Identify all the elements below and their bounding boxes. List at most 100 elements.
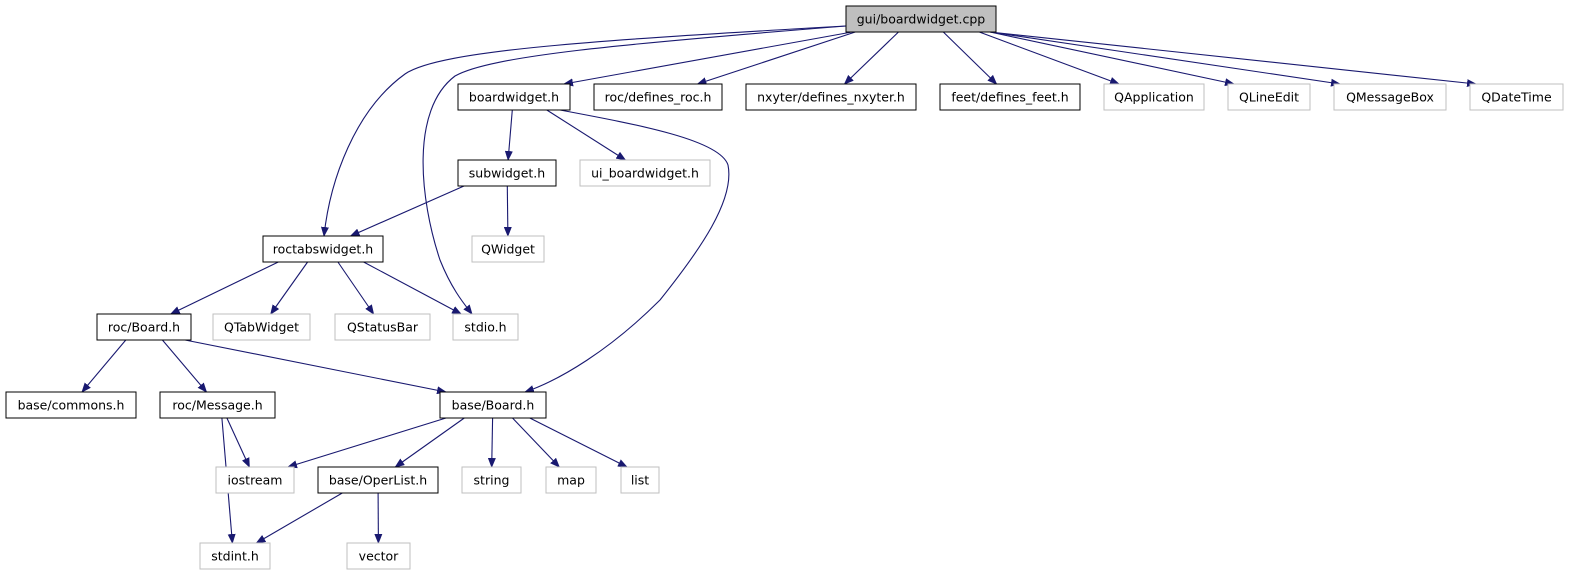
node-deffeet[interactable]: feet/defines_feet.h <box>939 83 1081 111</box>
edge-rocboard-to-rocmsg <box>161 339 208 393</box>
node-box <box>452 313 519 341</box>
node-label: roctabswidget.h <box>273 242 373 257</box>
node-box <box>457 83 571 111</box>
node-stdio: stdio.h <box>452 313 519 341</box>
node-box <box>461 466 522 494</box>
node-defroc[interactable]: roc/defines_roc.h <box>593 83 723 111</box>
node-box <box>334 313 431 341</box>
node-box <box>579 159 711 187</box>
edge-baseboard-to-iostream <box>287 417 447 469</box>
edge-root-to-stdio <box>422 25 847 315</box>
edge-root-to-qapp <box>979 31 1120 85</box>
edge-root-to-defnx <box>843 31 899 85</box>
edge-operlist-to-stdint <box>255 492 343 544</box>
edge-roctab-to-rocboard <box>169 261 279 315</box>
node-iostream: iostream <box>215 466 295 494</box>
edge-baseboard-to-string <box>487 417 496 468</box>
node-box <box>457 159 557 187</box>
node-qstatus: QStatusBar <box>334 313 431 341</box>
node-box <box>1103 83 1205 111</box>
node-qapp: QApplication <box>1103 83 1205 111</box>
edge-baseboard-to-list <box>529 417 628 468</box>
node-box <box>212 313 311 341</box>
node-box <box>159 391 276 419</box>
node-label: roc/Message.h <box>172 398 262 413</box>
node-box <box>215 466 295 494</box>
nodes-layer: gui/boardwidget.cpp roctabswidget.h stdio.… <box>5 5 1564 570</box>
node-box <box>593 83 723 111</box>
node-box <box>96 313 192 341</box>
node-box <box>745 83 917 111</box>
node-stdint: stdint.h <box>199 542 271 570</box>
edge-root-to-qline <box>989 31 1235 87</box>
edge-root-to-qmsg <box>989 31 1341 87</box>
edge-root-to-defroc <box>696 31 856 85</box>
node-roctab[interactable]: roctabswidget.h <box>262 235 384 263</box>
edge-root-to-qdate <box>989 31 1477 88</box>
edge-root-to-deffeet <box>942 31 998 85</box>
node-string: string <box>461 466 522 494</box>
edge-rocboard-to-baseboard <box>184 339 447 395</box>
edge-subwidget-to-roctab <box>349 185 465 237</box>
node-box <box>1469 83 1564 111</box>
node-qtab: QTabWidget <box>212 313 311 341</box>
node-box <box>471 235 545 263</box>
node-label: QStatusBar <box>347 320 419 335</box>
edge-rocboard-to-commons <box>81 339 127 393</box>
node-label: QLineEdit <box>1239 90 1299 105</box>
node-label: ui_boardwidget.h <box>591 166 699 181</box>
edge-roctab-to-stdio <box>363 261 462 315</box>
node-label: QDateTime <box>1481 90 1552 105</box>
node-box <box>5 391 137 419</box>
edge-baseboard-to-operlist <box>394 417 465 468</box>
node-subwidget[interactable]: subwidget.h <box>457 159 557 187</box>
node-label: base/OperList.h <box>329 473 427 488</box>
node-vector: vector <box>346 542 411 570</box>
node-label: QWidget <box>481 242 535 257</box>
node-label: QMessageBox <box>1346 90 1434 105</box>
node-label: stdio.h <box>464 320 506 335</box>
node-label: stdint.h <box>211 549 259 564</box>
node-uiboard: ui_boardwidget.h <box>579 159 711 187</box>
edges-layer <box>81 25 1477 544</box>
node-commons[interactable]: base/commons.h <box>5 391 137 419</box>
node-root[interactable]: gui/boardwidget.cpp <box>845 5 997 33</box>
node-box <box>1227 83 1311 111</box>
edge-root-to-boardwidget <box>563 31 853 87</box>
node-box <box>317 466 439 494</box>
node-qwidget: QWidget <box>471 235 545 263</box>
node-baseboard[interactable]: base/Board.h <box>439 391 547 419</box>
node-label: QTabWidget <box>224 320 299 335</box>
node-label: boardwidget.h <box>469 90 559 105</box>
node-label: feet/defines_feet.h <box>951 90 1068 105</box>
node-list: list <box>620 466 660 494</box>
node-boardwidget[interactable]: boardwidget.h <box>457 83 571 111</box>
node-box <box>545 466 597 494</box>
edge-roctab-to-qtab <box>270 261 309 315</box>
node-operlist[interactable]: base/OperList.h <box>317 466 439 494</box>
node-map: map <box>545 466 597 494</box>
edge-boardwidget-to-subwidget <box>504 109 513 161</box>
node-label: QApplication <box>1114 90 1194 105</box>
node-qline: QLineEdit <box>1227 83 1311 111</box>
node-box <box>262 235 384 263</box>
node-label: base/Board.h <box>452 398 535 413</box>
node-box <box>346 542 411 570</box>
edge-boardwidget-to-uiboard <box>546 109 627 161</box>
node-rocmsg[interactable]: roc/Message.h <box>159 391 276 419</box>
edge-subwidget-to-qwidget <box>503 185 512 237</box>
edge-roctab-to-qstatus <box>337 261 375 315</box>
edge-boardwidget-to-baseboard <box>524 109 730 393</box>
node-box <box>199 542 271 570</box>
node-box <box>439 391 547 419</box>
node-label: list <box>631 473 649 488</box>
edge-baseboard-to-map <box>512 417 560 468</box>
node-rocboard[interactable]: roc/Board.h <box>96 313 192 341</box>
edge-root-to-roctab <box>320 25 847 237</box>
node-label: string <box>474 473 510 488</box>
node-label: roc/Board.h <box>108 320 180 335</box>
node-label: nxyter/defines_nxyter.h <box>757 90 905 105</box>
node-label: vector <box>359 549 400 564</box>
node-defnx[interactable]: nxyter/defines_nxyter.h <box>745 83 917 111</box>
